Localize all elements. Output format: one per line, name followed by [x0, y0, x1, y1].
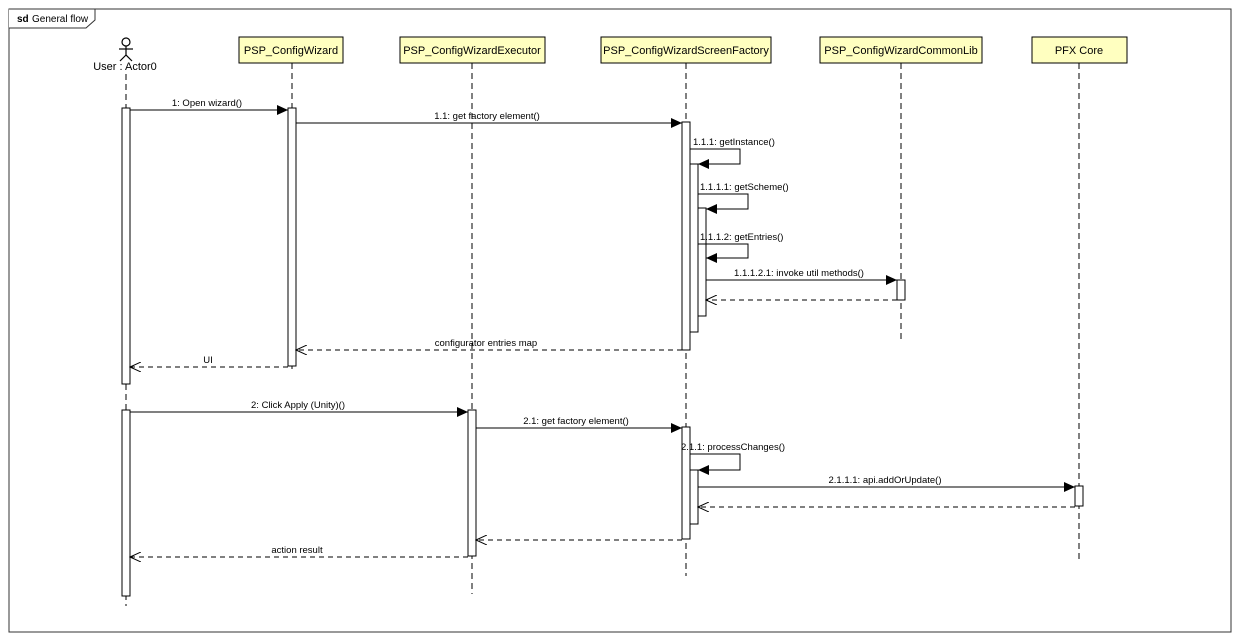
activation-sf-1b [697, 207, 707, 317]
frame-label-tab [9, 8, 96, 29]
frame-keyword: sd [17, 14, 29, 25]
message-label: 1.1.1: getInstance() [693, 137, 775, 148]
self-message-arrow [698, 243, 749, 263]
actor-stick-figure [119, 37, 133, 62]
lifeline-pfx-core: PFX Core [1031, 36, 1128, 560]
message-label: 1.1.1.2.1: invoke util methods() [734, 268, 864, 279]
message-label: UI [203, 355, 213, 366]
activation-actor-1 [121, 107, 131, 385]
activation-pfx [1074, 485, 1084, 507]
self-message-arrow [690, 148, 741, 169]
message-label: action result [271, 545, 323, 556]
activation-cl [896, 279, 906, 301]
activation-sf-1 [681, 121, 691, 351]
diagram-frame [8, 8, 1232, 633]
lifeline-psp-configwizardexecutor: PSP_ConfigWizardExecutor [399, 36, 546, 594]
frame-title: General flow [32, 14, 89, 25]
message-label: 1.1: get factory element() [434, 111, 540, 122]
self-message-arrow [698, 193, 749, 214]
message-label: 2.1.1.1: api.addOrUpdate() [828, 475, 941, 486]
message-label: configurator entries map [435, 338, 537, 349]
actor-label: User : Actor0 [93, 61, 157, 73]
activation-sf-1a [689, 163, 699, 333]
message-label: 2: Click Apply (Unity)() [251, 400, 345, 411]
self-message-arrow [690, 453, 741, 475]
lifeline-label-ex: PSP_ConfigWizardExecutor [403, 45, 541, 57]
message-label: 1.1.1.2: getEntries() [700, 232, 783, 243]
lifeline-label-cw: PSP_ConfigWizard [244, 45, 338, 57]
activation-sf-2a [689, 469, 699, 525]
activation-ex [467, 409, 477, 557]
lifeline-label-cl: PSP_ConfigWizardCommonLib [824, 45, 977, 57]
lifeline-psp-configwizard: PSP_ConfigWizard [238, 36, 344, 370]
activation-cw [287, 107, 297, 367]
lifeline-label-pfx: PFX Core [1055, 45, 1103, 57]
message-label: 1.1.1.1: getScheme() [700, 182, 789, 193]
message-label: 1: Open wizard() [172, 98, 242, 109]
activation-actor-2 [121, 409, 131, 597]
message-label: 2.1.1: processChanges() [681, 442, 785, 453]
message-label: 2.1: get factory element() [523, 416, 629, 427]
lifeline-label-sf: PSP_ConfigWizardScreenFactory [603, 45, 769, 57]
